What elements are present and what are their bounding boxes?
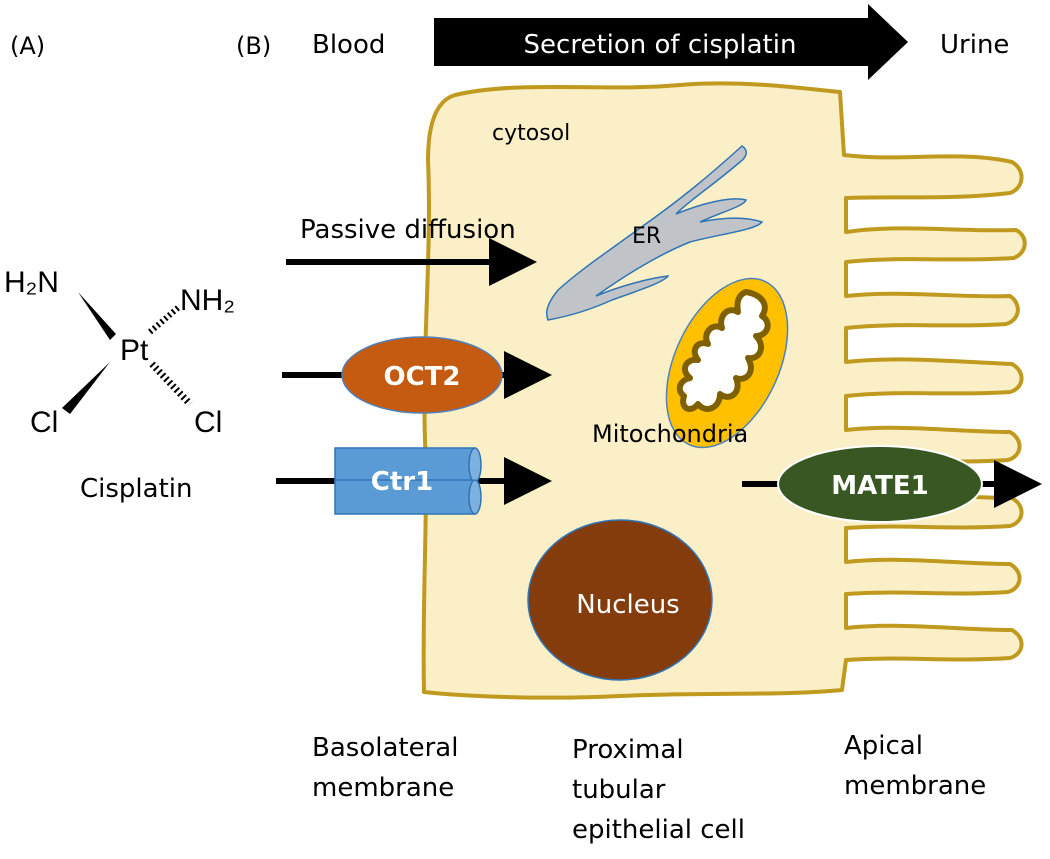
apical-label-line1: Apical [844,731,923,761]
cell-label-line1: Proximal [572,735,684,765]
mate1-label: MATE1 [831,471,929,501]
oct2-label: OCT2 [383,362,460,392]
hashed-bond-lower [149,361,193,407]
ctr1-label: Ctr1 [371,467,433,497]
nucleus-label: Nucleus [576,590,679,620]
er-label: ER [632,224,661,249]
amine-left-label: H₂N [4,266,59,299]
mitochondrion [665,277,789,449]
hashed-bond-upper [148,303,182,335]
panel-a-label: (A) [10,32,45,60]
cisplatin-name: Cisplatin [80,474,192,504]
cell-label-line3: epithelial cell [572,815,745,845]
cisplatin-structure: Pt H₂N NH₂ Cl Cl [4,266,235,439]
oct2-transporter [341,336,503,414]
secretion-arrow [434,4,908,80]
mitochondria-label: Mitochondria [592,420,748,448]
panel-b-label: (B) [236,32,271,60]
mate1-transporter [777,445,983,523]
platinum-atom-label: Pt [120,334,149,367]
amine-right-label: NH₂ [180,284,235,317]
secretion-arrow-label: Secretion of cisplatin [524,30,797,60]
ctr1-transporter [334,447,482,515]
wedge-bond-lower [62,362,110,414]
apical-label-line2: membrane [844,771,986,801]
cytosol-label: cytosol [492,121,570,146]
wedge-bond-upper [78,292,116,340]
basolateral-label-line1: Basolateral [312,733,458,763]
urine-label: Urine [940,30,1009,60]
basolateral-label-line2: membrane [312,773,454,803]
endoplasmic-reticulum: ER [546,145,764,321]
cell-label-line2: tubular [572,775,666,805]
chloride-left-label: Cl [30,406,58,439]
nucleus [527,519,713,681]
passive-diffusion-label: Passive diffusion [300,215,516,245]
chloride-right-label: Cl [194,406,222,439]
blood-label: Blood [312,30,385,60]
